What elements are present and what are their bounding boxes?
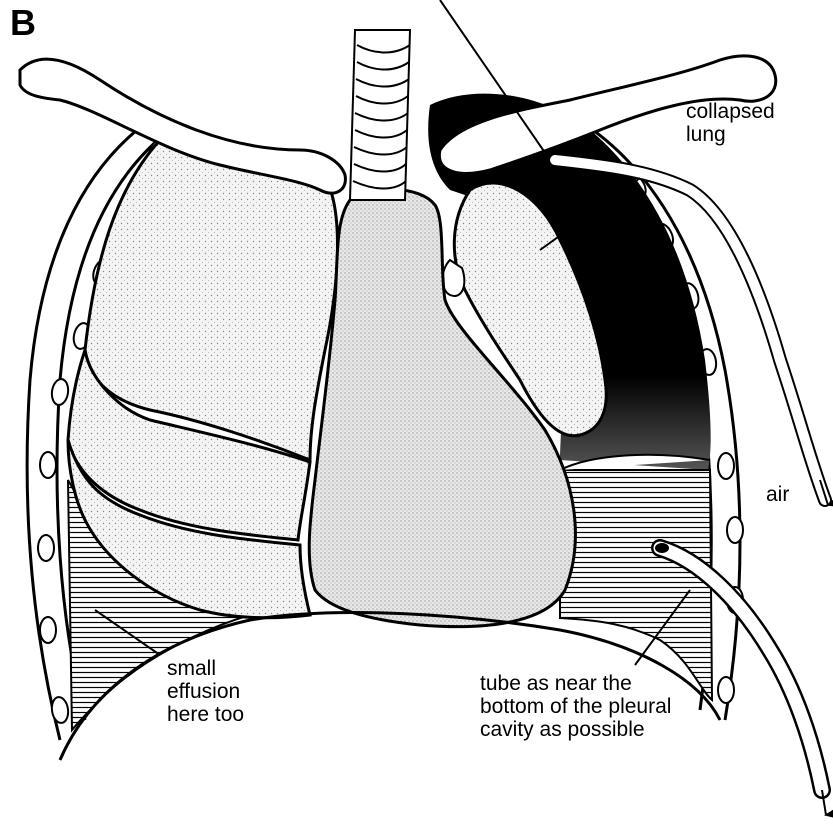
tube-opening xyxy=(655,543,669,553)
trachea xyxy=(350,30,410,200)
tube-position-label: tube as near the bottom of the pleural c… xyxy=(480,672,671,741)
right-effusion xyxy=(560,470,712,700)
air-label: air xyxy=(766,483,789,506)
collapsed-lung-label: collapsed lung xyxy=(686,100,775,146)
panel-letter: B xyxy=(10,2,36,44)
small-effusion-label: small effusion here too xyxy=(167,657,244,726)
